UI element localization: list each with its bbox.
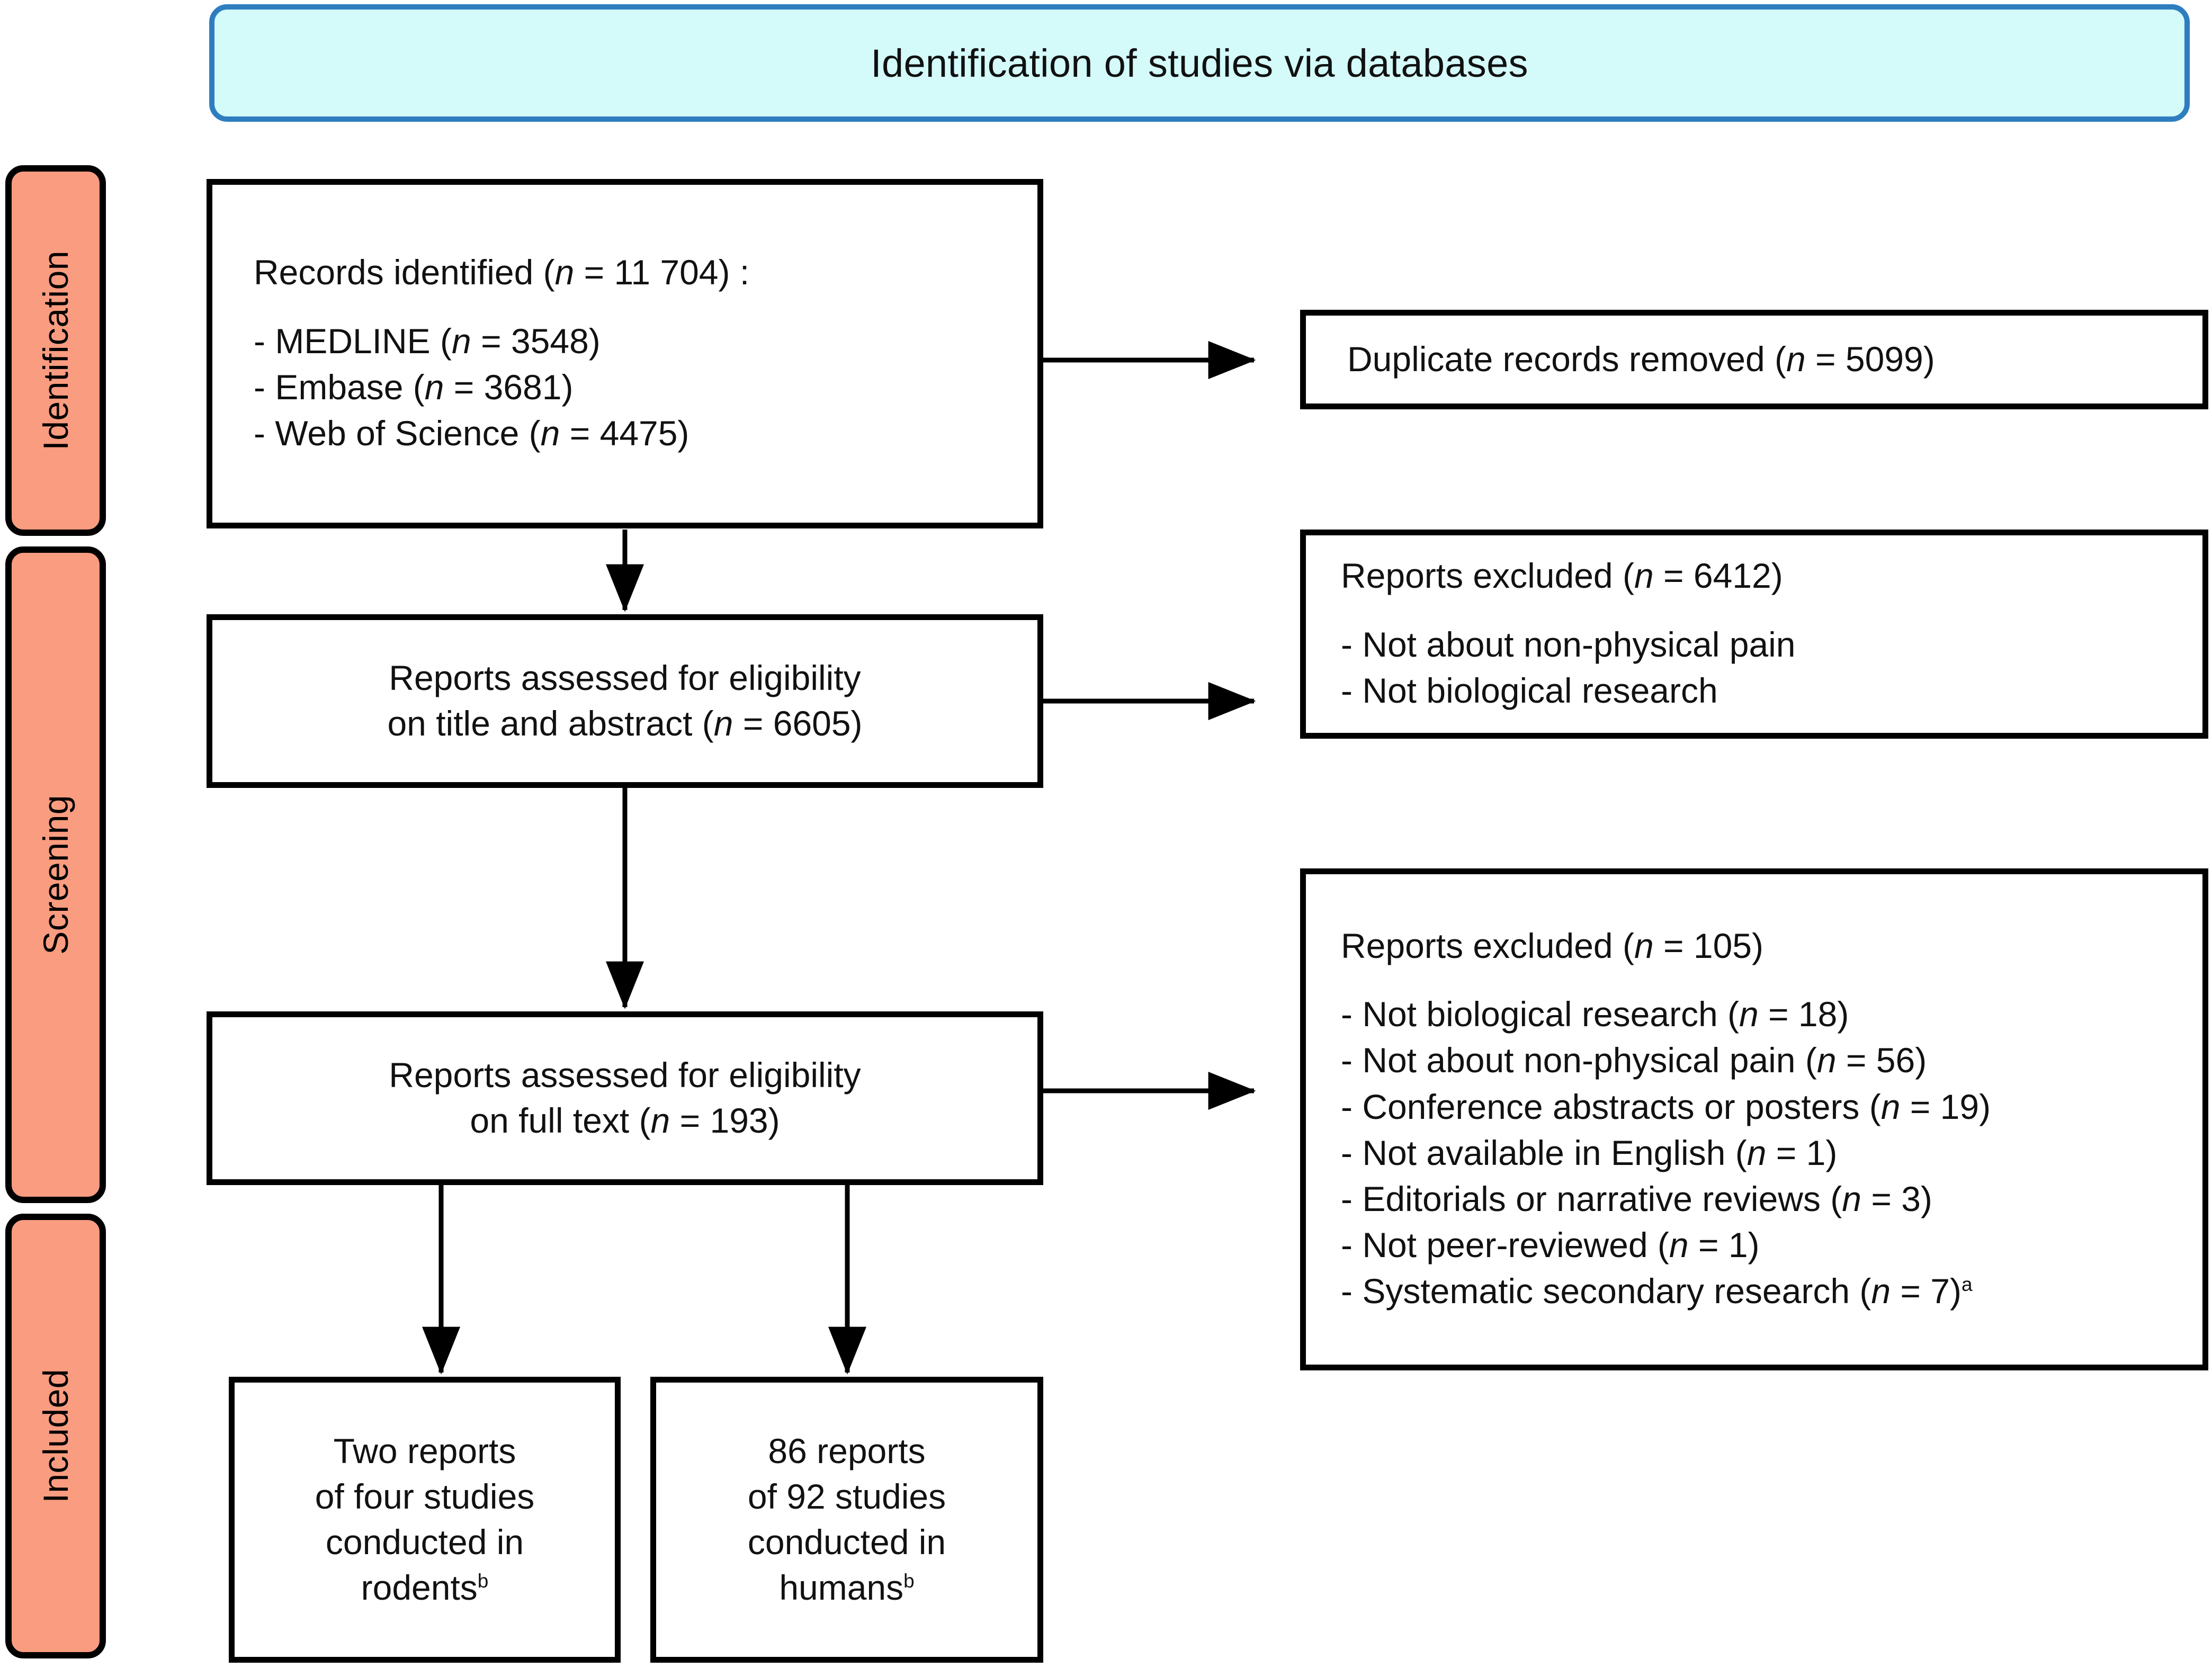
rodents-line-1: Two reports — [333, 1431, 516, 1471]
footnote-marker-b-rodents: b — [477, 1570, 489, 1592]
spacer — [1341, 967, 2202, 991]
excluded-full-text-title: Reports excluded (n = 105) — [1341, 926, 1763, 965]
stage-label-screening-text: Screening — [36, 795, 75, 955]
box-reports-excluded-screening: Reports excluded (n = 6412) - Not about … — [1300, 530, 2208, 739]
humans-line-1: 86 reports — [768, 1431, 926, 1471]
excluded-screening-title: Reports excluded (n = 6412) — [1341, 556, 1783, 596]
footnote-marker-a: a — [1961, 1274, 1973, 1296]
source-item-web-of-science: - Web of Science (n = 4475) — [254, 413, 689, 453]
excluded-full-text-reason-2: - Not about non-physical pain (n = 56) — [1341, 1041, 1927, 1080]
full-text-line-1: Reports assessed for eligibility — [389, 1055, 861, 1095]
diagram-header-banner: Identification of studies via databases — [209, 4, 2190, 122]
diagram-header-title: Identification of studies via databases — [871, 41, 1528, 85]
excluded-full-text-reason-4: - Not available in English (n = 1) — [1341, 1133, 1838, 1172]
excluded-full-text-reason-3: - Conference abstracts or posters (n = 1… — [1341, 1087, 1991, 1126]
source-item-medline: - MEDLINE (n = 3548) — [254, 321, 601, 361]
stage-label-included: Included — [5, 1214, 106, 1658]
box-duplicate-records-removed: Duplicate records removed (n = 5099) — [1300, 310, 2208, 409]
stage-label-identification: Identification — [5, 165, 106, 536]
stage-label-included-text: Included — [36, 1369, 75, 1503]
footnote-marker-b-humans: b — [903, 1570, 915, 1592]
humans-line-3: conducted in — [747, 1522, 946, 1562]
records-identified-source-list: - MEDLINE (n = 3548) - Embase (n = 3681)… — [254, 318, 1037, 456]
excluded-full-text-reason-7: - Systematic secondary research (n = 7)a — [1341, 1271, 1973, 1311]
spacer — [1341, 597, 2202, 622]
records-identified-title: Records identified (n = 11 704) : — [254, 253, 750, 292]
spacer — [254, 294, 1037, 318]
excluded-full-text-reason-1: - Not biological research (n = 18) — [1341, 994, 1849, 1034]
screened-line-1: Reports assessed for eligibility — [389, 658, 861, 698]
rodents-line-2: of four studies — [315, 1477, 535, 1517]
excluded-full-text-reason-5: - Editorials or narrative reviews (n = 3… — [1341, 1179, 1932, 1218]
duplicate-records-removed-text: Duplicate records removed (n = 5099) — [1347, 339, 1935, 379]
full-text-line-2: on full text (n = 193) — [470, 1101, 780, 1140]
rodents-line-4: rodentsb — [361, 1567, 489, 1607]
rodents-line-3: conducted in — [325, 1522, 524, 1562]
source-item-embase: - Embase (n = 3681) — [254, 367, 574, 407]
box-included-humans: 86 reports of 92 studies conducted in hu… — [650, 1377, 1043, 1663]
stage-label-screening: Screening — [5, 546, 106, 1203]
box-assessed-full-text: Reports assessed for eligibility on full… — [207, 1011, 1043, 1185]
box-screened-title-abstract: Reports assessed for eligibility on titl… — [207, 614, 1043, 788]
box-included-rodents: Two reports of four studies conducted in… — [229, 1377, 621, 1663]
stage-label-identification-text: Identification — [36, 250, 75, 451]
excluded-full-text-reason-6: - Not peer-reviewed (n = 1) — [1341, 1225, 1760, 1265]
excluded-screening-reason-1: - Not about non-physical pain — [1341, 624, 1796, 664]
screened-line-2: on title and abstract (n = 6605) — [387, 704, 863, 743]
humans-line-4: humansb — [779, 1567, 915, 1607]
box-reports-excluded-full-text: Reports excluded (n = 105) - Not biologi… — [1300, 868, 2208, 1370]
excluded-screening-reason-list: - Not about non-physical pain - Not biol… — [1341, 622, 2202, 714]
excluded-full-text-reason-list: - Not biological research (n = 18) - Not… — [1341, 991, 2202, 1314]
humans-line-2: of 92 studies — [747, 1477, 946, 1517]
excluded-screening-reason-2: - Not biological research — [1341, 670, 1718, 710]
box-records-identified: Records identified (n = 11 704) : - MEDL… — [207, 179, 1043, 528]
